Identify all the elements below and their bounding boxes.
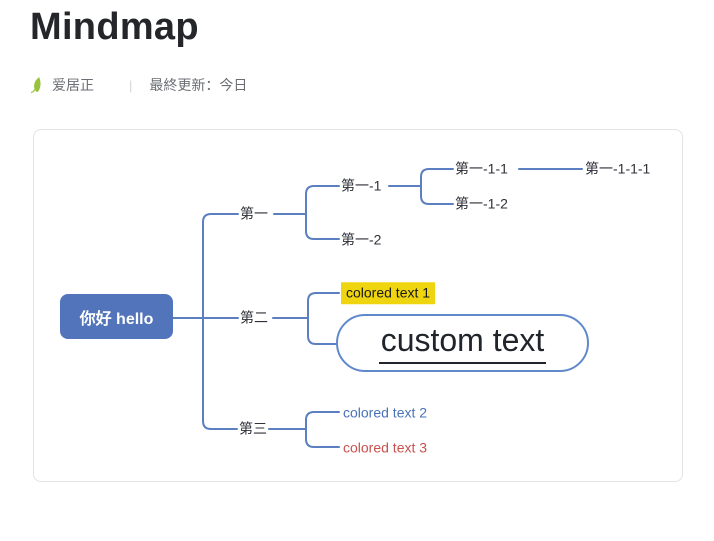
byline: 爱居正 | 最終更新：今日 <box>29 75 247 95</box>
mindmap-card: 你好 hello 第一 第一-1 第一-1-1 第一-1-1-1 第一-1-2 … <box>33 129 683 482</box>
last-updated: 最終更新：今日 <box>149 77 248 93</box>
byline-divider: | <box>129 77 133 93</box>
author-name: 爱居正 <box>52 77 94 93</box>
mindmap-node-first[interactable]: 第一 <box>240 205 268 222</box>
leaf-icon <box>30 77 41 93</box>
mindmap-node-third[interactable]: 第三 <box>239 420 267 437</box>
mindmap-connectors <box>172 168 583 448</box>
mindmap-node-first-1-2[interactable]: 第一-1-2 <box>455 195 508 212</box>
mindmap-node-first-1[interactable]: 第一-1 <box>341 177 382 194</box>
mindmap-node-colored-text-3[interactable]: colored text 3 <box>343 439 428 456</box>
mindmap-node-colored-text-1[interactable]: colored text 1 <box>341 282 436 304</box>
mindmap-root-node[interactable]: 你好 hello <box>60 294 173 339</box>
mindmap-node-second[interactable]: 第二 <box>240 309 268 326</box>
mindmap-node-first-1-1-1[interactable]: 第一-1-1-1 <box>585 160 651 177</box>
mindmap-node-first-1-1[interactable]: 第一-1-1 <box>455 160 508 177</box>
page-title: Mindmap <box>30 6 199 48</box>
custom-text-label: custom text <box>378 322 547 364</box>
mindmap-node-first-2[interactable]: 第一-2 <box>341 231 382 248</box>
mindmap-node-colored-text-2[interactable]: colored text 2 <box>343 404 428 421</box>
mindmap-node-custom-text[interactable]: custom text <box>336 314 589 372</box>
